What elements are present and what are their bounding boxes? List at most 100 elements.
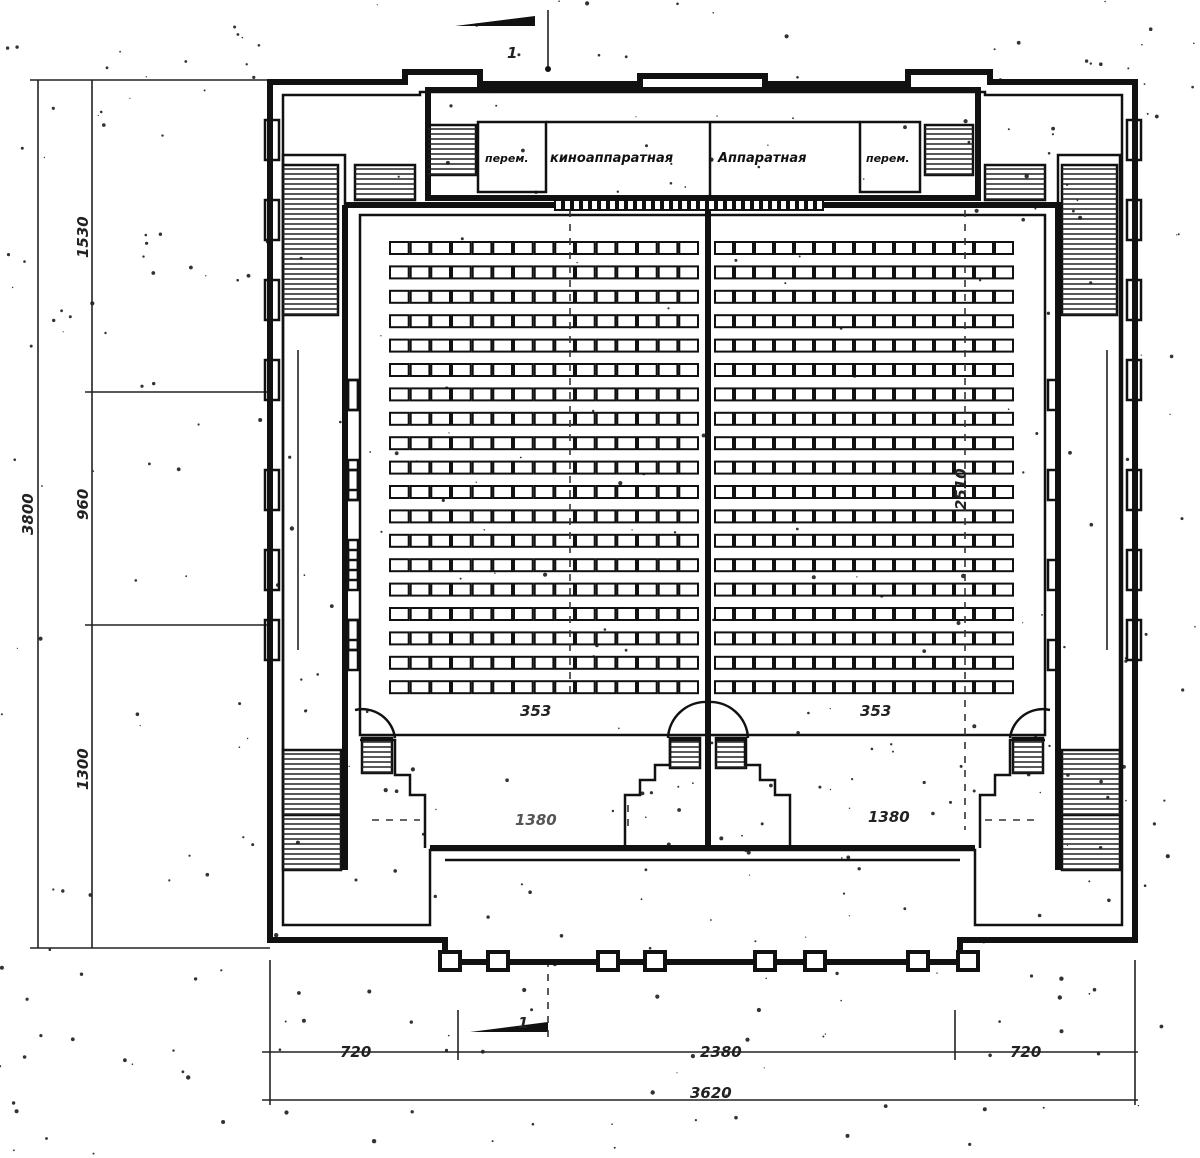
- speck: [719, 836, 724, 841]
- seat: [814, 680, 834, 695]
- speck: [690, 1054, 696, 1059]
- seat: [834, 411, 854, 426]
- seat: [492, 631, 513, 646]
- speck: [447, 1034, 450, 1037]
- seat: [657, 411, 679, 426]
- seat: [974, 680, 994, 695]
- speck: [559, 934, 564, 938]
- seat: [854, 265, 874, 280]
- seat: [471, 509, 493, 524]
- speck: [1104, 0, 1106, 3]
- speck: [967, 140, 971, 144]
- column: [956, 950, 980, 972]
- seat: [794, 607, 814, 621]
- seat: [806, 199, 815, 211]
- speck: [41, 485, 43, 487]
- seat: [734, 607, 754, 621]
- seat: [894, 631, 914, 646]
- speck: [840, 999, 842, 1002]
- speck: [1022, 471, 1025, 474]
- window: [346, 548, 360, 582]
- seat: [492, 558, 513, 573]
- seat: [774, 631, 794, 646]
- seat: [874, 460, 894, 475]
- seat: [595, 460, 617, 475]
- seat: [637, 241, 658, 255]
- seat: [834, 680, 854, 695]
- speck: [152, 381, 156, 386]
- seat: [471, 655, 493, 670]
- seat: [994, 289, 1014, 304]
- speck: [936, 972, 938, 974]
- speck: [716, 115, 718, 117]
- speck: [543, 572, 548, 577]
- speck: [494, 572, 496, 574]
- seat: [389, 533, 410, 548]
- seat: [743, 199, 752, 211]
- speck: [748, 874, 751, 876]
- seat: [637, 582, 658, 597]
- room-rewind-right: перем.: [866, 152, 910, 165]
- speck: [856, 576, 858, 578]
- speck: [1099, 779, 1103, 784]
- speck: [354, 878, 358, 882]
- seat: [513, 338, 534, 353]
- seat: [914, 655, 934, 670]
- seat: [794, 411, 814, 426]
- seat: [714, 631, 734, 646]
- seat: [389, 314, 410, 329]
- speck: [883, 1104, 888, 1108]
- dim-bottom-left: 720: [340, 1043, 371, 1061]
- speck: [11, 1101, 16, 1105]
- seat: [794, 314, 814, 329]
- speck: [517, 53, 521, 57]
- seat: [934, 289, 954, 304]
- seat: [657, 655, 679, 670]
- speck: [29, 344, 33, 348]
- seat: [389, 265, 410, 280]
- seat: [994, 387, 1014, 402]
- speck: [410, 1110, 414, 1114]
- speck: [611, 809, 615, 813]
- speck: [433, 894, 437, 899]
- speck: [11, 286, 14, 289]
- window: [346, 378, 360, 412]
- seat: [754, 582, 774, 597]
- seat: [575, 338, 596, 353]
- speck: [60, 309, 63, 313]
- speck: [297, 991, 301, 995]
- seat: [954, 509, 974, 524]
- seat: [616, 655, 637, 670]
- speck: [845, 1133, 850, 1138]
- seat: [994, 241, 1014, 255]
- seat: [513, 387, 534, 402]
- seat: [492, 582, 513, 597]
- seat: [716, 199, 725, 211]
- speck: [99, 110, 103, 114]
- seat: [554, 509, 575, 524]
- speck: [765, 977, 767, 980]
- seat: [409, 460, 431, 475]
- seat: [774, 314, 794, 329]
- seat: [451, 582, 472, 597]
- seat: [430, 387, 451, 402]
- seat: [678, 411, 699, 426]
- speck: [1144, 632, 1148, 636]
- seat: [430, 680, 451, 695]
- stair-box: [426, 123, 478, 177]
- speck: [134, 579, 138, 582]
- seat: [934, 411, 954, 426]
- seat: [794, 533, 814, 548]
- seat: [637, 338, 658, 353]
- seat: [678, 241, 699, 255]
- seat: [657, 631, 679, 646]
- seat: [974, 387, 994, 402]
- window: [346, 538, 360, 572]
- seat: [834, 314, 854, 329]
- speck: [483, 529, 486, 531]
- seat: [954, 631, 974, 646]
- speck: [16, 647, 18, 650]
- seat: [734, 199, 743, 211]
- seat: [554, 265, 575, 280]
- seat: [389, 485, 410, 499]
